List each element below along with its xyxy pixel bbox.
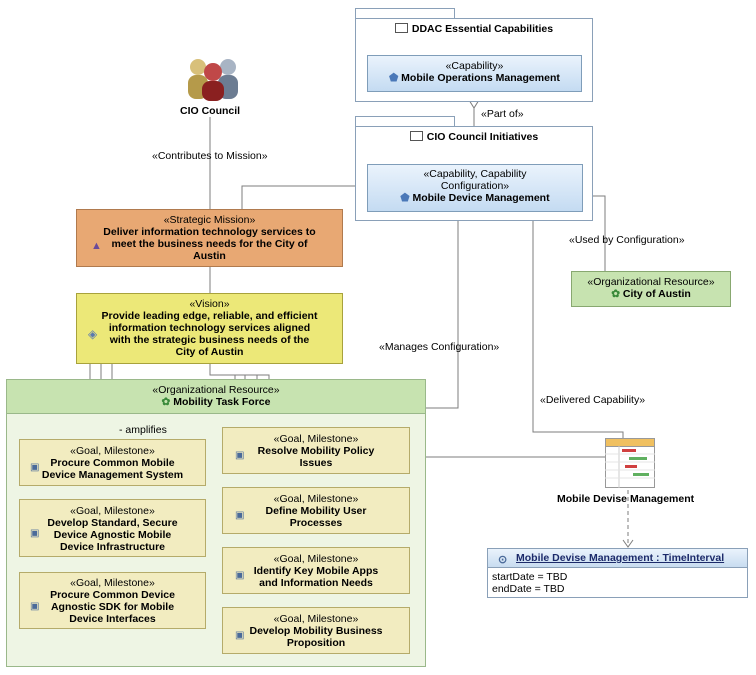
goal-text: Procure Common Mobile <box>50 457 175 469</box>
ddac-package-tab <box>355 8 455 19</box>
goal-icon: ▣ <box>30 601 40 612</box>
goal-stereotype: «Goal, Milestone» <box>273 553 359 565</box>
goal-milestone[interactable]: ▣ «Goal, Milestone» Identify Key Mobile … <box>222 547 410 594</box>
cio-package-tab <box>355 116 455 127</box>
vision-text: City of Austin <box>175 346 244 358</box>
contributes-label: «Contributes to Mission» <box>152 150 268 162</box>
goal-stereotype: «Goal, Milestone» <box>273 613 359 625</box>
goal-text: Resolve Mobility Policy <box>257 445 375 457</box>
capability-mission-connector <box>241 185 367 209</box>
mission-text: meet the business needs for the City of <box>111 238 308 250</box>
goal-milestone[interactable]: ▣ «Goal, Milestone» Develop Mobility Bus… <box>222 607 410 654</box>
goal-icon: ▣ <box>235 630 245 641</box>
goal-stereotype: «Goal, Milestone» <box>70 577 155 589</box>
capability-name-row: ⬟ Mobile Operations Management <box>368 72 581 84</box>
goal-stereotype: «Goal, Milestone» <box>70 505 155 517</box>
capability-name: Mobile Operations Management <box>401 72 560 84</box>
folder-icon <box>409 131 423 141</box>
mission-stereotype: «Strategic Mission» <box>163 214 256 226</box>
time-interval-icon: ⊙ <box>498 554 508 566</box>
goal-text: Develop Mobility Business <box>249 625 383 637</box>
strategic-mission[interactable]: ▲ «Strategic Mission» Deliver informatio… <box>76 209 343 267</box>
org-name-row: ✿ City of Austin <box>572 288 730 300</box>
goal-text: Issues <box>299 457 333 469</box>
goal-text: Proposition <box>286 637 346 649</box>
city-of-austin[interactable]: «Organizational Resource» ✿ City of Aust… <box>571 271 731 307</box>
goal-text: and Information Needs <box>259 577 373 589</box>
actor-label: CIO Council <box>180 105 241 117</box>
goal-text: Device Infrastructure <box>59 541 166 553</box>
people-icon[interactable] <box>184 55 240 101</box>
task-force-header: «Organizational Resource» ✿ Mobility Tas… <box>7 380 425 414</box>
org-resource-icon: ✿ <box>611 288 623 300</box>
goal-milestone[interactable]: ▣ «Goal, Milestone» Resolve Mobility Pol… <box>222 427 410 474</box>
goal-milestone[interactable]: ▣ «Goal, Milestone» Procure Common Mobil… <box>19 439 206 486</box>
cio-package-title: CIO Council Initiatives <box>356 131 592 143</box>
ddac-package-label: DDAC Essential Capabilities <box>411 23 554 35</box>
time-interval-attribute: endDate = TBD <box>492 583 565 595</box>
manages-connector <box>426 212 459 409</box>
time-interval-header: ⊙ Mobile Devise Management : TimeInterva… <box>488 549 747 568</box>
org-name: City of Austin <box>622 288 691 300</box>
goal-text: Identify Key Mobile Apps <box>253 565 379 577</box>
goal-text: Develop Standard, Secure <box>47 517 178 529</box>
time-interval-title: Mobile Devise Management : TimeInterval <box>516 552 725 564</box>
goal-icon: ▣ <box>30 528 40 539</box>
goal-icon: ▣ <box>235 450 245 461</box>
vision-text: with the strategic business needs of the <box>109 334 310 346</box>
cio-package-label: CIO Council Initiatives <box>426 131 539 143</box>
amplifies-label: - amplifies <box>119 424 167 436</box>
capability-mobile-ops[interactable]: «Capability» ⬟ Mobile Operations Managem… <box>367 55 582 92</box>
ddac-package-title: DDAC Essential Capabilities <box>356 23 592 35</box>
goal-stereotype: «Goal, Milestone» <box>273 493 359 505</box>
delivered-label: «Delivered Capability» <box>540 394 646 406</box>
org-name: Mobility Task Force <box>173 396 271 408</box>
goal-milestone[interactable]: ▣ «Goal, Milestone» Develop Standard, Se… <box>19 499 206 557</box>
vision-stereotype: «Vision» <box>189 298 230 310</box>
dependency-arrowhead <box>622 539 634 548</box>
capability-icon: ⬟ <box>389 72 402 84</box>
goal-icon: ▣ <box>235 510 245 521</box>
goal-icon: ▣ <box>30 462 40 473</box>
time-interval[interactable]: ⊙ Mobile Devise Management : TimeInterva… <box>487 548 748 598</box>
goal-text: Define Mobility User <box>265 505 367 517</box>
goal-text: Agnostic SDK for Mobile <box>50 601 175 613</box>
capability-stereotype: «Capability» <box>445 60 504 72</box>
goal-text: Device Agnostic Mobile <box>53 529 172 541</box>
goal-text: Device Interfaces <box>69 613 156 625</box>
capability-icon: ⬟ <box>400 192 413 204</box>
mission-text: Austin <box>193 250 226 262</box>
capability-stereotype: Configuration» <box>440 180 510 192</box>
goal-milestone[interactable]: ▣ «Goal, Milestone» Define Mobility User… <box>222 487 410 534</box>
part-of-label: «Part of» <box>481 108 524 120</box>
goal-icon: ▣ <box>235 570 245 581</box>
manages-label: «Manages Configuration» <box>379 341 500 353</box>
org-resource-icon: ✿ <box>161 396 174 408</box>
delivered-connector <box>532 212 624 440</box>
schedule-label: Mobile Devise Management <box>557 493 695 505</box>
goal-text: Procure Common Device <box>50 589 175 601</box>
goal-stereotype: «Goal, Milestone» <box>273 433 359 445</box>
vision-text: Provide leading edge, reliable, and effi… <box>101 310 318 322</box>
vision-icon: ◈ <box>88 327 98 341</box>
vision-text: information technology services aligned <box>108 322 311 334</box>
folder-icon <box>394 23 408 33</box>
org-name-row: ✿ Mobility Task Force <box>7 396 425 408</box>
goal-text: Processes <box>289 517 343 529</box>
goal-milestone[interactable]: ▣ «Goal, Milestone» Procure Common Devic… <box>19 572 206 629</box>
capability-mobile-device-mgmt[interactable]: «Capability, Capability Configuration» ⬟… <box>367 164 583 212</box>
org-stereotype: «Organizational Resource» <box>152 384 280 396</box>
gantt-schedule-icon[interactable] <box>605 438 655 488</box>
capability-name-row: ⬟ Mobile Device Management <box>368 192 582 204</box>
goal-stereotype: «Goal, Milestone» <box>70 445 155 457</box>
goal-text: Device Management System <box>41 469 184 481</box>
capability-stereotype: «Capability, Capability <box>423 168 527 180</box>
org-stereotype: «Organizational Resource» <box>587 276 715 288</box>
used-by-label: «Used by Configuration» <box>569 234 685 246</box>
vision[interactable]: ◈ «Vision» Provide leading edge, reliabl… <box>76 293 343 364</box>
mission-text: Deliver information technology services … <box>103 226 316 238</box>
time-interval-attribute: startDate = TBD <box>492 571 568 583</box>
mission-icon: ▲ <box>91 240 102 252</box>
capability-name: Mobile Device Management <box>412 192 550 204</box>
